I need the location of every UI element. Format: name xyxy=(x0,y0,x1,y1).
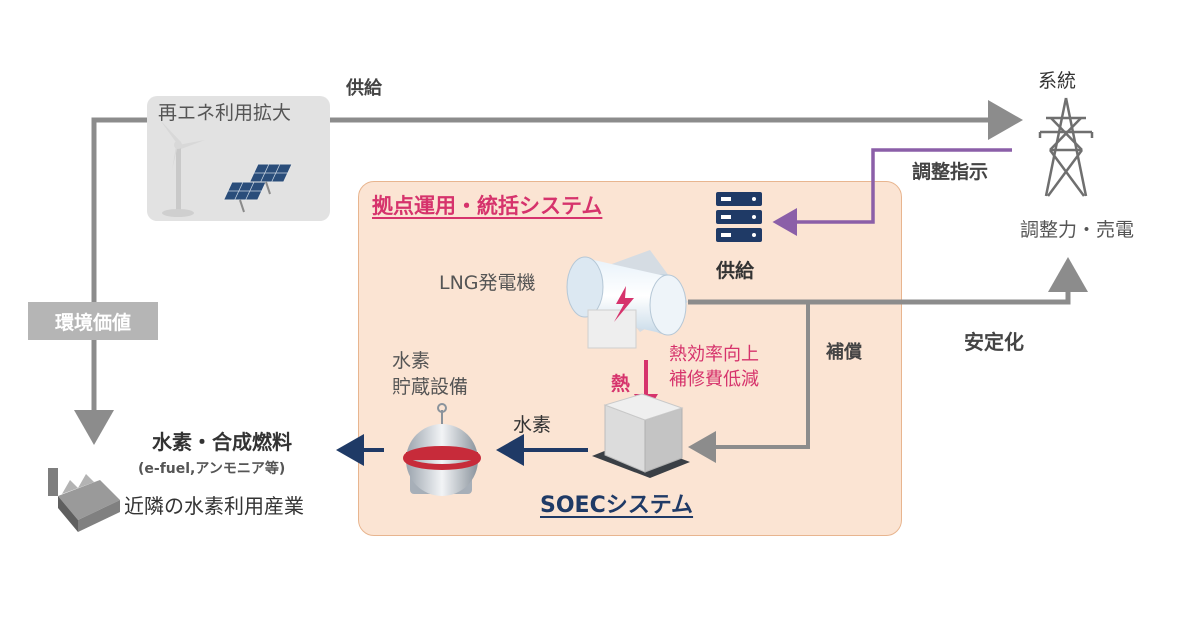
fuel-sub: (e-fuel,アンモニア等) xyxy=(138,461,286,477)
environment-value-arrow xyxy=(74,117,147,445)
heat-label: 熱 xyxy=(611,373,631,395)
environment-value-box: 環境価値 xyxy=(28,302,158,340)
stabilize-arrow xyxy=(688,257,1088,305)
soec-label: SOECシステム xyxy=(540,493,694,518)
renewable-label: 再エネ利用拡大 xyxy=(158,102,292,124)
grid-label: 系統 xyxy=(1038,70,1077,92)
effects-line2: 補修費低減 xyxy=(669,369,759,390)
lng-generator-icon xyxy=(566,250,688,349)
supply-top-label: 供給 xyxy=(346,78,382,99)
wind-turbine-icon xyxy=(160,120,205,217)
adjust-instruction-arrow xyxy=(772,148,1012,236)
soec-unit-icon xyxy=(592,393,690,478)
compensation-label: 補償 xyxy=(826,342,862,363)
effects-line1: 熱効率向上 xyxy=(669,344,759,365)
stabilize-label: 安定化 xyxy=(964,330,1024,354)
hydrogen-label: 水素 xyxy=(513,414,552,436)
industry-label: 近隣の水素利用産業 xyxy=(124,494,304,518)
compensation-arrow xyxy=(688,302,810,463)
adjust-instruction-label: 調整指示 xyxy=(912,161,989,183)
lng-label: LNG発電機 xyxy=(439,272,536,294)
fuel-title: 水素・合成燃料 xyxy=(152,430,292,454)
solar-panel-icon xyxy=(222,163,293,213)
server-icon xyxy=(716,192,762,242)
hydrogen-tank-icon xyxy=(403,403,481,496)
storage-label-line2: 貯蔵設備 xyxy=(392,376,469,398)
grid-sub-label: 調整力・売電 xyxy=(1020,219,1135,241)
server-supply-label: 供給 xyxy=(716,260,755,282)
storage-label-line1: 水素 xyxy=(392,350,431,372)
hub-title: 拠点運用・統括システム xyxy=(372,194,603,218)
factory-icon xyxy=(48,468,120,532)
transmission-tower-icon xyxy=(1038,97,1094,197)
